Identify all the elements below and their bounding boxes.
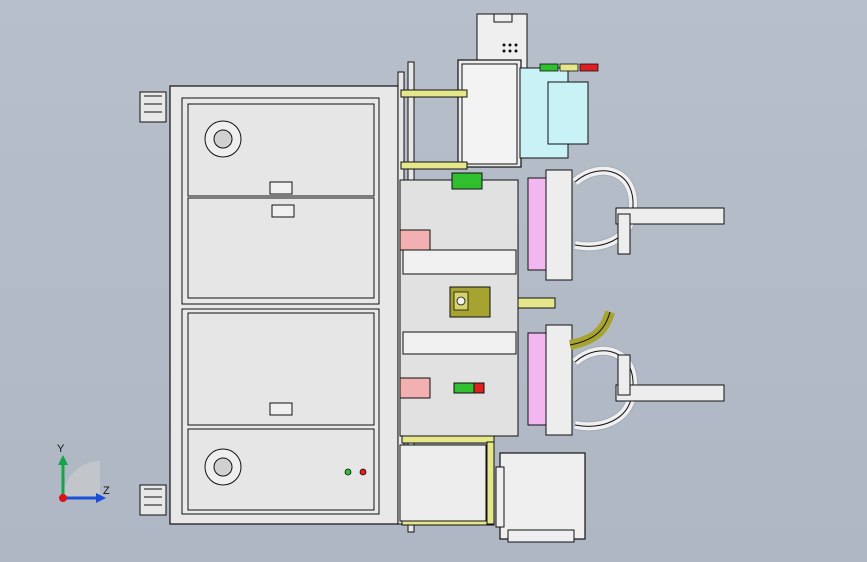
left-cabinet: [169, 85, 399, 525]
keypad: [502, 43, 518, 53]
center-assembly: [399, 172, 519, 437]
z-axis-label: Z: [103, 485, 110, 497]
bottom-right-box: [399, 444, 586, 543]
left-casters: [139, 91, 167, 516]
right-arms: [615, 207, 725, 402]
top-control-box: [457, 13, 599, 168]
y-axis-label: Y: [57, 443, 65, 455]
axis-triad: Y Z: [57, 443, 110, 503]
pink-actuators: [527, 169, 573, 436]
